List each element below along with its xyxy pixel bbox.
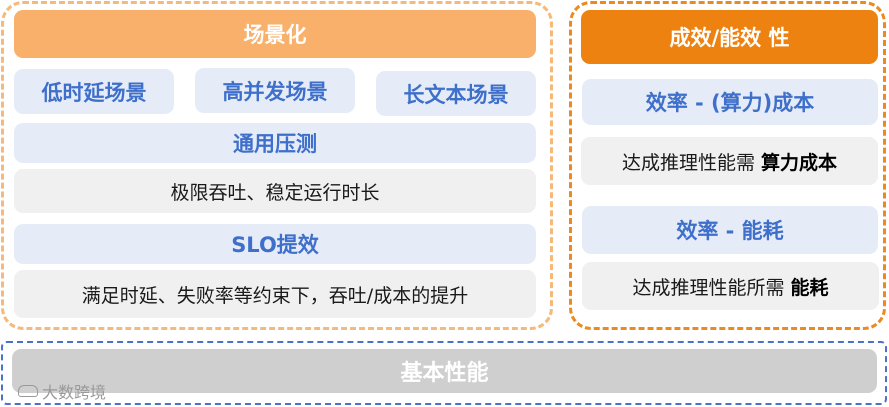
general-stress-test-desc: 极限吞吐、稳定运行时长: [14, 169, 536, 213]
cost-efficiency-title: 效率 - (算力)成本: [582, 79, 878, 125]
scenario-header: 场景化: [14, 10, 536, 58]
energy-efficiency-desc: 达成推理性能所需 能耗: [582, 262, 879, 310]
slo-efficiency-desc: 满足时延、失败率等约束下，吞吐/成本的提升: [14, 270, 536, 318]
high-concurrency-scenario: 高并发场景: [195, 68, 355, 113]
watermark: 大数跨境: [18, 379, 106, 403]
scenario-group-frame: [1, 1, 553, 330]
energy-efficiency-title: 效率 - 能耗: [582, 206, 878, 254]
efficiency-header: 成效/能效 性: [581, 10, 878, 64]
slo-efficiency-title: SLO提效: [14, 224, 536, 264]
cost-desc-prefix: 达成推理性能需: [621, 151, 755, 174]
efficiency-group-frame: [569, 1, 886, 330]
energy-desc-bold: 能耗: [790, 276, 829, 299]
general-stress-test-title: 通用压测: [14, 123, 536, 163]
low-latency-scenario: 低时延场景: [14, 69, 174, 114]
cost-efficiency-desc: 达成推理性能需 算力成本: [581, 137, 878, 185]
cost-desc-bold: 算力成本: [761, 151, 838, 174]
watermark-text: 大数跨境: [42, 383, 107, 402]
long-text-scenario: 长文本场景: [376, 71, 536, 116]
watermark-logo-icon: [18, 385, 38, 397]
base-performance-bar: 基本性能: [12, 349, 877, 393]
energy-desc-prefix: 达成推理性能所需: [632, 276, 785, 299]
base-performance-frame: [1, 341, 887, 405]
